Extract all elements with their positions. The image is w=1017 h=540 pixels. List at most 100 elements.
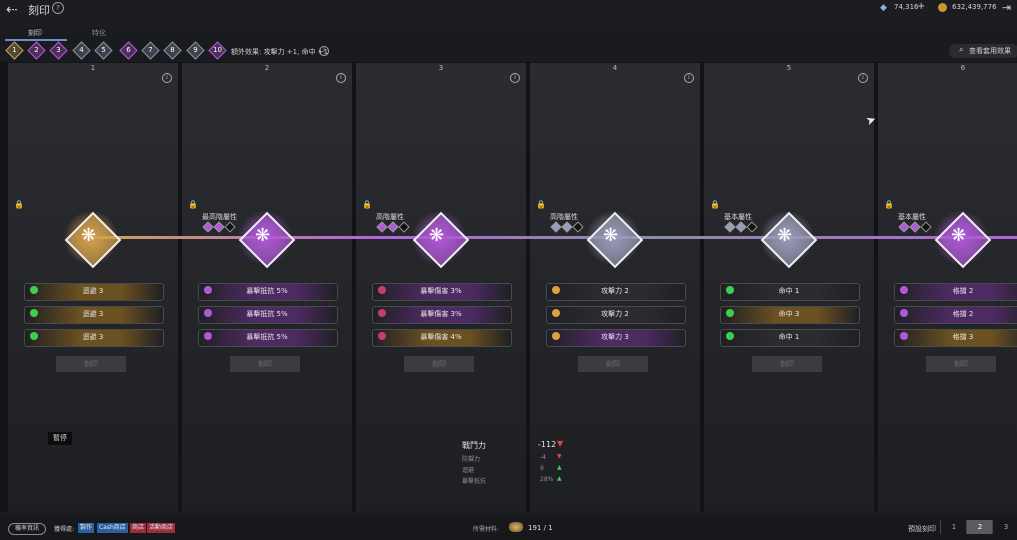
engrave-gem[interactable]: ❋ — [238, 211, 296, 269]
grade-diamond-icon — [735, 221, 747, 233]
grade-diamond-icon — [898, 221, 910, 233]
level-number: 10 — [213, 46, 222, 54]
bonus-effect-text: 額外效果: 攻擊力 +1, 命中 +1 — [231, 48, 329, 56]
info-icon[interactable]: i — [336, 73, 346, 83]
engrave-button[interactable]: 刻印 — [230, 356, 300, 372]
back-arrow-icon[interactable]: ⇠ — [6, 2, 18, 18]
attribute-slot[interactable]: 暴擊抵抗 5% — [198, 306, 338, 324]
attribute-slot[interactable]: 暴擊傷害 3% — [372, 306, 512, 324]
slot-grade-icon — [378, 309, 386, 317]
slot-grade-icon — [378, 286, 386, 294]
panel-number: 5 — [786, 64, 792, 72]
grade-diamond-icon — [213, 221, 225, 233]
engrave-button[interactable]: 刻印 — [578, 356, 648, 372]
engrave-gem[interactable]: ❋ — [760, 211, 818, 269]
probability-info-button[interactable]: 機率資訊 — [8, 523, 46, 535]
slot-background — [720, 283, 860, 301]
slot-grade-icon — [726, 286, 734, 294]
slot-text: 迴避 3 — [82, 287, 104, 295]
slot-text: 命中 3 — [778, 310, 800, 318]
tab-specialize[interactable]: 特化 — [92, 29, 106, 37]
attribute-slot[interactable]: 命中 1 — [720, 329, 860, 347]
preset-tab[interactable]: 1 — [940, 520, 967, 534]
engrave-button[interactable]: 刻印 — [752, 356, 822, 372]
attribute-slot[interactable]: 迴避 3 — [24, 306, 164, 324]
attribute-slot[interactable]: 暴擊傷害 3% — [372, 283, 512, 301]
combat-power-label: 戰鬥力 — [462, 441, 486, 450]
engrave-button[interactable]: 刻印 — [926, 356, 996, 372]
attribute-slot[interactable]: 迴避 3 — [24, 329, 164, 347]
lock-icon[interactable]: 🔒 — [362, 200, 372, 209]
add-diamond-button[interactable]: + — [917, 1, 926, 12]
source-link[interactable]: 活動商店 — [147, 523, 176, 533]
attribute-slot[interactable]: 命中 3 — [720, 306, 860, 324]
tab-engrave[interactable]: 刻印 — [28, 29, 42, 37]
info-icon[interactable]: i — [684, 73, 694, 83]
attribute-slot[interactable]: 格擋 3 — [894, 329, 1017, 347]
source-link[interactable]: 製作 — [78, 523, 95, 533]
attribute-slot[interactable]: 格擋 2 — [894, 306, 1017, 324]
lock-icon[interactable]: 🔒 — [188, 200, 198, 209]
info-icon[interactable]: i — [319, 46, 329, 56]
preset-tab[interactable]: 2 — [966, 520, 993, 534]
attribute-slot[interactable]: 攻擊力 2 — [546, 306, 686, 324]
lock-icon[interactable]: 🔒 — [14, 200, 24, 209]
slot-background — [198, 283, 338, 301]
help-icon[interactable]: ? — [52, 2, 64, 14]
engrave-button[interactable]: 刻印 — [404, 356, 474, 372]
slot-text: 格擋 2 — [952, 310, 974, 318]
exit-icon[interactable]: ⇥ — [1002, 1, 1012, 14]
slot-text: 暴擊抵抗 5% — [246, 310, 288, 318]
engrave-gem[interactable]: ❋ — [412, 211, 470, 269]
info-icon[interactable]: i — [510, 73, 520, 83]
view-set-effect-button[interactable]: 查看套用效果 — [949, 44, 1017, 58]
slot-grade-icon — [726, 309, 734, 317]
level-marker: 8 — [163, 41, 182, 60]
slot-background — [720, 306, 860, 324]
slot-grade-icon — [900, 309, 908, 317]
stat-name: 防禦力 — [462, 456, 481, 463]
change-arrow-icon: ▼ — [557, 453, 562, 460]
grade-diamonds — [898, 221, 933, 233]
preset-tab[interactable]: 3 — [992, 520, 1017, 534]
engrave-gem[interactable]: ❋ — [64, 211, 122, 269]
search-icon: ⌕ — [959, 45, 964, 54]
attribute-slot[interactable]: 格擋 2 — [894, 283, 1017, 301]
level-number: 9 — [193, 46, 198, 54]
source-link[interactable]: Cash商店 — [97, 523, 128, 533]
attribute-slot[interactable]: 暴擊抵抗 5% — [198, 329, 338, 347]
stat-value: -4 — [540, 454, 546, 461]
knot-emblem-icon: ❋ — [255, 225, 271, 246]
attribute-slot[interactable]: 攻擊力 2 — [546, 283, 686, 301]
attribute-slot[interactable]: 暴擊抵抗 5% — [198, 283, 338, 301]
pause-button[interactable]: 暫停 — [48, 432, 72, 445]
level-marker: 4 — [72, 41, 91, 60]
lock-icon[interactable]: 🔒 — [710, 200, 720, 209]
preset-label: 預設刻印 — [908, 525, 936, 533]
info-icon[interactable]: i — [858, 73, 868, 83]
panel-number: 1 — [90, 64, 96, 72]
attribute-slot[interactable]: 暴擊傷害 4% — [372, 329, 512, 347]
slot-grade-icon — [30, 332, 38, 340]
grade-diamond-icon — [550, 221, 562, 233]
lock-icon[interactable]: 🔒 — [536, 200, 546, 209]
level-marker: 10 — [208, 41, 227, 60]
attribute-slot[interactable]: 迴避 3 — [24, 283, 164, 301]
slot-text: 暴擊傷害 4% — [420, 333, 462, 341]
engrave-gem[interactable]: ❋ — [934, 211, 992, 269]
info-icon[interactable]: i — [162, 73, 172, 83]
source-link[interactable]: 商店 — [130, 523, 147, 533]
engrave-button[interactable]: 刻印 — [56, 356, 126, 372]
level-number: 7 — [148, 46, 153, 54]
stat-value: 28% — [540, 476, 554, 483]
material-icon — [509, 522, 523, 532]
gem-connector-line — [95, 236, 1017, 239]
grade-diamonds — [202, 221, 237, 233]
attribute-slot[interactable]: 命中 1 — [720, 283, 860, 301]
lock-icon[interactable]: 🔒 — [884, 200, 894, 209]
engrave-gem[interactable]: ❋ — [586, 211, 644, 269]
active-tab-underline — [5, 39, 67, 41]
attribute-slot[interactable]: 攻擊力 3 — [546, 329, 686, 347]
slot-text: 暴擊抵抗 5% — [246, 333, 288, 341]
slot-grade-icon — [552, 332, 560, 340]
